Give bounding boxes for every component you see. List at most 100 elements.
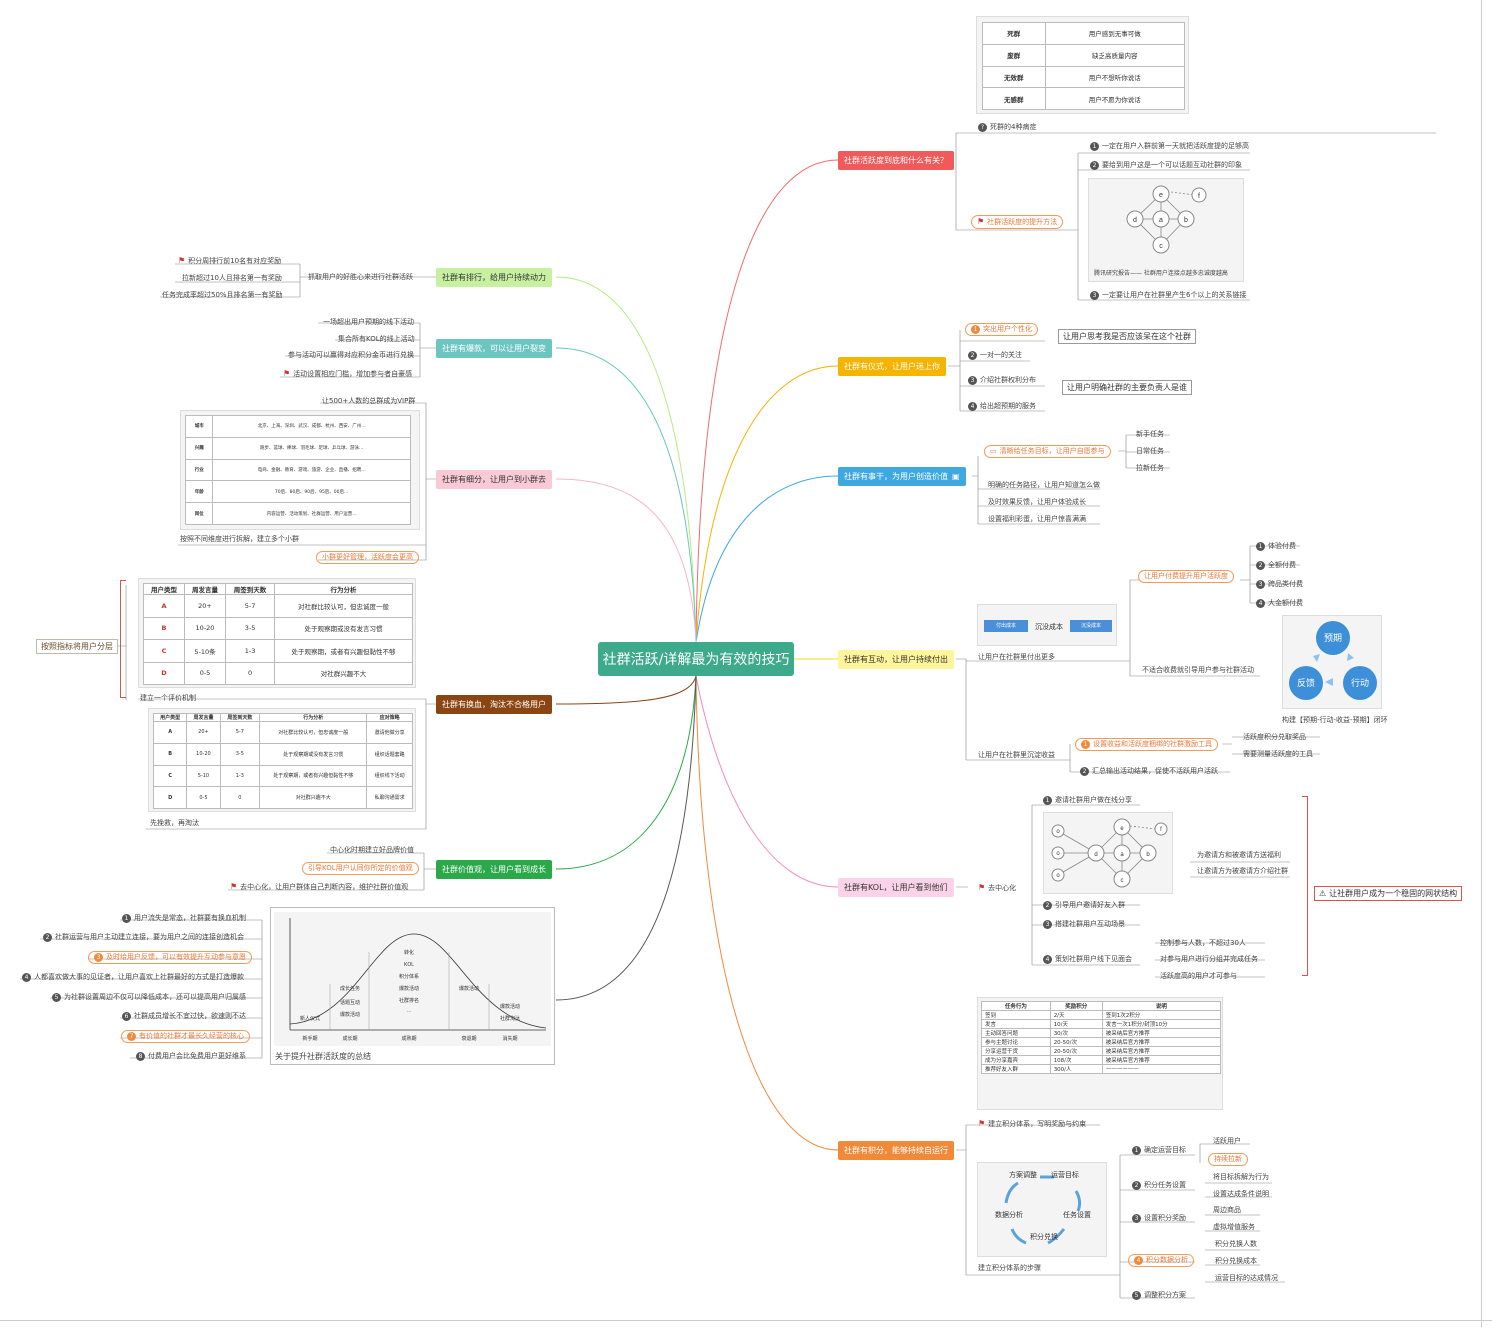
topic-activity-factors[interactable]: 社群活跃度到底和什么有关？ bbox=[838, 151, 954, 170]
b3-item-3: 设置福利彩蛋，让用户惊喜满满 bbox=[988, 515, 1086, 524]
topic-tasks[interactable]: 社群有事干，为用户创造价值▣ bbox=[838, 467, 966, 486]
table-row: 城市北京、上海、深圳、武汉、成都、杭州、西安、广州… bbox=[186, 416, 411, 438]
table-cell: 10-20 bbox=[187, 743, 220, 765]
c5-item-2[interactable]: 引导KOL用户认同你所定的价值观 bbox=[302, 862, 419, 875]
table-cell: 20-50/次 bbox=[1050, 1038, 1102, 1047]
table-row: 兴趣跑步、篮球、棒球、羽毛球、足球、乒乓球、游泳… bbox=[186, 437, 411, 459]
central-topic[interactable]: 社群活跃/详解最为有效的技巧 bbox=[598, 642, 794, 676]
table-cell: 对社群兴趣不大 bbox=[260, 787, 367, 809]
svg-text:f: f bbox=[1198, 193, 1200, 200]
sunk-label: 沉没成本 bbox=[1035, 622, 1063, 632]
table-cell: 兴趣 bbox=[186, 437, 213, 459]
right-scrollbar[interactable] bbox=[1481, 0, 1482, 1327]
table-header-cell: 周发言量 bbox=[185, 584, 226, 595]
summary-box: 新手期 成长期 成熟期 衰退期 消失期 新人仪式 成长任务 话题互动 爆款活动 … bbox=[270, 907, 555, 1065]
table-cell: 被采纳后官方推荐 bbox=[1102, 1056, 1220, 1065]
b1-item-1: 1一定在用户入群前第一天就把活跃度提的足够高 bbox=[1090, 142, 1249, 151]
b6-sub-4c: 运营目标的达成情况 bbox=[1215, 1274, 1278, 1283]
b6-sub-3a: 周边商品 bbox=[1213, 1206, 1241, 1215]
table-cell: 处于观察期或没有发言习惯 bbox=[260, 743, 367, 765]
cost-arrow-left: 付出成本 bbox=[984, 620, 1028, 632]
table-row: B10-203-5处于观察期或没有发言习惯 bbox=[144, 617, 413, 640]
svg-text:d: d bbox=[1133, 217, 1137, 224]
svg-text:积分兑换: 积分兑换 bbox=[1030, 1232, 1058, 1241]
table-cell: 0 bbox=[220, 787, 259, 809]
table-header-cell: 任务行为 bbox=[982, 1002, 1051, 1011]
b5-meet-3: 活跃度高的用户才可参与 bbox=[1160, 972, 1237, 981]
b3-item-2: 及时效果反馈，让用户体验成长 bbox=[988, 498, 1086, 507]
table-cell: B bbox=[154, 743, 187, 765]
svg-text:b: b bbox=[1184, 217, 1188, 224]
table-cell: 300/人 bbox=[1050, 1065, 1102, 1074]
topic-interaction[interactable]: 社群有互动，让用户持续付出 bbox=[838, 650, 954, 669]
table-row: B10-203-5处于观察期或没有发言习惯组织话题套路 bbox=[154, 743, 413, 765]
topic-ritual[interactable]: 社群有仪式，让用户迷上你 bbox=[838, 357, 946, 376]
topic-values[interactable]: 社群价值观，让用户看到成长 bbox=[436, 860, 552, 879]
b6-sub-1b[interactable]: 持续拉新 bbox=[1208, 1153, 1248, 1166]
b4-l1: 让用户在社群里付出更多 bbox=[978, 653, 1055, 662]
table-cell: 城市 bbox=[186, 416, 213, 438]
topic-replace[interactable]: 社群有换血，淘汰不合格用户 bbox=[436, 695, 552, 714]
b3-main[interactable]: ▭清晰给任务目标，让用户自愿参与 bbox=[984, 445, 1111, 458]
b5-item-2: 2引导用户邀请好友入群 bbox=[1043, 901, 1125, 910]
b6-caption: 建立积分体系的步骤 bbox=[978, 1264, 1041, 1273]
cost-arrow-right: 沉没成本 bbox=[1070, 620, 1112, 632]
flag-icon: ⚑ bbox=[977, 217, 984, 226]
lifecycle-chart: 新手期 成长期 成熟期 衰退期 消失期 新人仪式 成长任务 话题互动 爆款活动 … bbox=[274, 912, 551, 1046]
method-label[interactable]: ⚑社群活跃度的提升方法 bbox=[971, 215, 1063, 229]
c3-top: 让500+人数的总群成为VIP群 bbox=[322, 397, 415, 406]
svg-text:新人仪式: 新人仪式 bbox=[300, 1015, 320, 1022]
table-cell: 3-5 bbox=[220, 743, 259, 765]
table-header-cell: 用户类型 bbox=[154, 714, 187, 722]
svg-text:社群淘汰: 社群淘汰 bbox=[500, 1015, 520, 1022]
c1-main: 抓取用户的好胜心来进行社群活跃 bbox=[308, 273, 413, 282]
svg-text:e: e bbox=[1159, 192, 1163, 199]
topic-kol[interactable]: 社群有KOL，让用户看到他们 bbox=[838, 878, 954, 897]
svg-text:爆款活动: 爆款活动 bbox=[459, 985, 479, 992]
b4-pay[interactable]: 让用户付费提升用户活跃度 bbox=[1138, 570, 1234, 583]
b4-l2: 不适合收费就引导用户参与社群活动 bbox=[1142, 666, 1254, 675]
b5-meet-1: 控制参与人数，不超过30人 bbox=[1160, 939, 1246, 948]
warning-icon: ⚠ bbox=[1319, 889, 1326, 898]
table-cell: 10/天 bbox=[1050, 1020, 1102, 1029]
b5-side-1: 为邀请方和被邀请方送福利 bbox=[1197, 851, 1281, 860]
b6-step-5: 5调整积分方案 bbox=[1132, 1291, 1186, 1300]
svg-text:a: a bbox=[1159, 217, 1163, 224]
table-cell: 发言 bbox=[982, 1020, 1051, 1029]
table-row: 死群用户感到无事可做 bbox=[983, 23, 1185, 45]
table-row: D0-50对社群兴趣不大 bbox=[144, 662, 413, 685]
table-cell: A bbox=[154, 722, 187, 744]
c1-item-2: 拉新超过10人且排名第一有奖励 bbox=[182, 274, 282, 283]
topic-segment[interactable]: 社群有细分，让用户到小群去 bbox=[436, 470, 552, 489]
topic-ranking[interactable]: 社群有排行，给用户持续动力 bbox=[436, 268, 552, 287]
topic-viral[interactable]: 社群有爆款，可以让用户裂变 bbox=[436, 339, 552, 358]
c1-item-3: 任务完成率超过50%且排名第一有奖励 bbox=[162, 291, 283, 300]
svg-text:…: … bbox=[407, 1008, 412, 1014]
b5-side-2: 让邀请方为被邀请方介绍社群 bbox=[1197, 867, 1288, 876]
table-cell: C bbox=[144, 640, 185, 663]
topic-points[interactable]: 社群有积分，能够持续自运行 bbox=[838, 1141, 954, 1160]
table-cell: 主动回答问题 bbox=[982, 1029, 1051, 1038]
bottom-scrollbar[interactable] bbox=[0, 1320, 1492, 1321]
table-cell: 20-50/次 bbox=[1050, 1047, 1102, 1056]
c3-hl[interactable]: 小群更好管理，活跃度会更高 bbox=[316, 551, 419, 564]
